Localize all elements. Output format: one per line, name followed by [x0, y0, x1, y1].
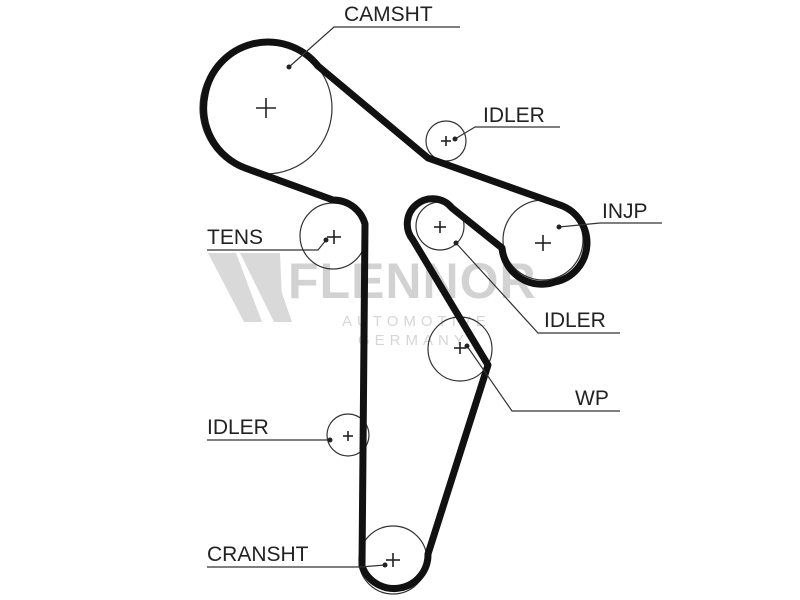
- idler-bottom-center-icon: [343, 431, 353, 441]
- watermark-brand: FLENNOR: [288, 253, 537, 309]
- leader-lines: [207, 26, 662, 568]
- injection-pump-leader: [558, 222, 662, 228]
- idler-bottom-label: IDLER: [207, 416, 269, 439]
- timing-belt: [200, 38, 591, 592]
- camshaft-label: CAMSHT: [344, 3, 433, 26]
- water-pump-label: WP: [575, 387, 609, 410]
- water-pump-center-icon: [454, 342, 466, 354]
- camshaft-leader: [288, 26, 460, 68]
- idler-top-leader: [454, 126, 560, 140]
- watermark: FLENNOR AUTOMOTIVE GERMANY: [208, 253, 537, 349]
- pulley-centers: [256, 98, 551, 567]
- idler-top-center-icon: [441, 136, 451, 146]
- idler-middle-leader: [455, 242, 620, 334]
- crankshaft-label: CRANSHT: [207, 543, 309, 566]
- crankshaft-leader: [207, 564, 386, 568]
- tensioner-leader: [207, 239, 327, 251]
- injection-pump-label: INJP: [602, 200, 648, 223]
- idler-middle-label: IDLER: [544, 309, 606, 332]
- camshaft-center-icon: [256, 98, 276, 118]
- tensioner-label: TENS: [207, 226, 263, 249]
- tensioner-center-icon: [327, 230, 341, 244]
- idler-bottom-pulley: [326, 413, 370, 457]
- idler-middle-center-icon: [434, 221, 446, 233]
- watermark-line2: GERMANY: [358, 332, 469, 349]
- watermark-logo-icon: [208, 253, 292, 322]
- injection-pump-center-icon: [535, 235, 551, 251]
- water-pump-leader: [466, 345, 620, 412]
- idler-top-label: IDLER: [483, 104, 545, 127]
- crankshaft-center-icon: [386, 553, 400, 567]
- watermark-line1: AUTOMOTIVE: [342, 313, 491, 330]
